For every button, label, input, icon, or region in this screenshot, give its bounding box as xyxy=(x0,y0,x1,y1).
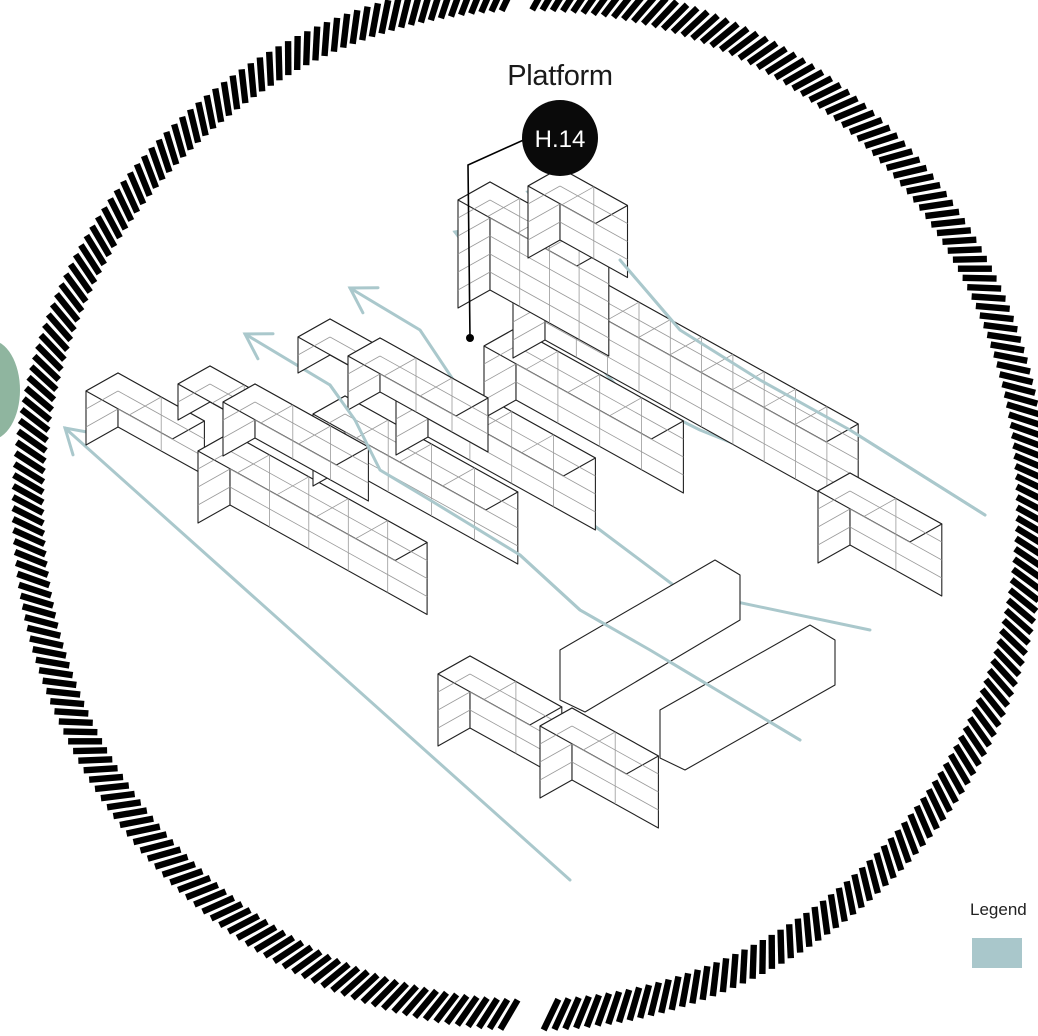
ring-dash xyxy=(987,332,1022,343)
ring-dash xyxy=(967,284,1001,292)
ring-dash xyxy=(803,913,812,947)
ring-dash xyxy=(303,31,311,65)
ring-dash xyxy=(95,782,129,792)
ring-dash xyxy=(795,918,804,952)
ring-dash xyxy=(221,82,233,117)
marker-label: H.14 xyxy=(535,126,586,153)
ring-dash xyxy=(976,303,1010,312)
ring-dash xyxy=(229,75,240,110)
legend-swatch xyxy=(972,938,1022,968)
ring-dash xyxy=(749,945,757,979)
ring-dash xyxy=(78,756,112,764)
ring-dash xyxy=(768,935,775,969)
ring-dash xyxy=(948,246,982,254)
ring-dash xyxy=(321,22,330,56)
ring-dash xyxy=(937,227,971,236)
ring-dash xyxy=(720,958,730,992)
ring-dash xyxy=(931,218,965,228)
ring-dash xyxy=(730,954,739,988)
ring-dash xyxy=(46,688,80,698)
ring-dash xyxy=(983,322,1018,333)
ring-dash xyxy=(83,765,117,774)
ring-dash xyxy=(101,791,136,802)
ring-dash xyxy=(59,718,93,726)
ring-dash xyxy=(50,698,84,707)
ring-dash xyxy=(54,708,88,717)
ring-dash xyxy=(312,26,320,60)
ring-dash xyxy=(349,10,360,45)
ring-dash xyxy=(275,46,282,80)
ring-dash xyxy=(294,36,301,70)
marker-h14: H.14 xyxy=(522,100,598,176)
ring-dash xyxy=(958,266,992,272)
ring-dash xyxy=(925,209,960,220)
ring-dash xyxy=(811,907,821,942)
ring-dash xyxy=(828,894,840,929)
ring-dash xyxy=(89,774,123,783)
ring-dash xyxy=(63,728,97,735)
ring-dash xyxy=(68,738,102,744)
ring-dash xyxy=(963,275,997,282)
ring-dash xyxy=(942,237,976,246)
ring-dash xyxy=(740,949,748,983)
ring-dash xyxy=(777,930,784,964)
ring-dash xyxy=(107,799,142,810)
ring-dash xyxy=(710,962,720,997)
legend-title: Legend xyxy=(970,900,1027,920)
ring-dash xyxy=(699,966,710,1001)
ring-dash xyxy=(266,52,274,86)
ring-dash xyxy=(331,18,341,52)
ring-dash xyxy=(73,747,107,754)
platform-label: Platform xyxy=(470,60,650,93)
ring-dash xyxy=(257,57,266,91)
ring-dash xyxy=(285,41,292,75)
building-block xyxy=(818,473,942,596)
building-block xyxy=(540,708,658,828)
ring-dash xyxy=(953,256,987,263)
ring-dash xyxy=(759,940,766,974)
ring-dash xyxy=(247,63,256,97)
ring-dash xyxy=(238,69,248,104)
ring-dash xyxy=(786,924,794,958)
ring-dash xyxy=(979,312,1013,322)
ring-dash xyxy=(820,900,831,935)
ring-dash xyxy=(340,14,350,49)
building-blocks xyxy=(86,168,942,828)
ring-dash xyxy=(39,667,74,678)
ring-dash xyxy=(499,0,519,12)
ring-dash xyxy=(42,677,77,688)
ring-dash xyxy=(919,200,954,211)
ring-dash xyxy=(971,293,1005,302)
